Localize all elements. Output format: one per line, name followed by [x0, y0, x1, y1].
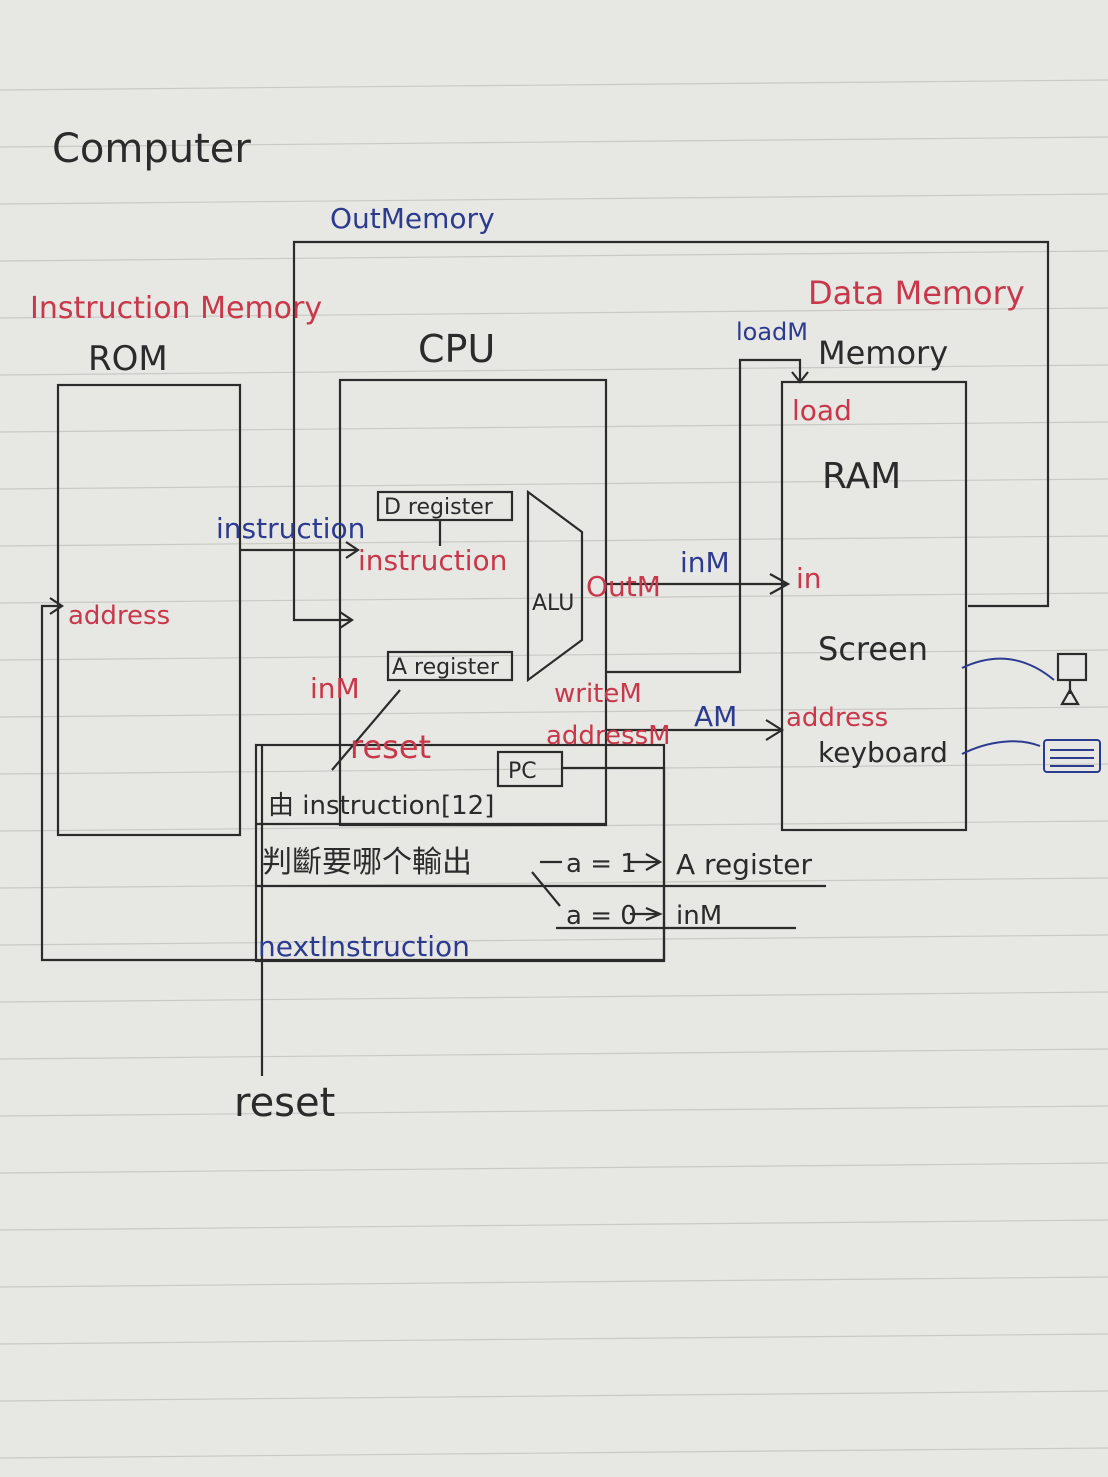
ram-in-label: in — [796, 562, 822, 595]
target-a1-label: A register — [676, 848, 813, 881]
outm-label: OutM — [586, 570, 661, 603]
ruled-line — [0, 991, 1108, 1003]
branch-a0-label: a = 0 — [566, 901, 637, 931]
instruction-out-label: instruction — [216, 512, 365, 545]
arrow-ram-address — [765, 719, 785, 741]
ruled-line — [0, 136, 1108, 148]
data-memory-label: Data Memory — [808, 274, 1025, 312]
instruction-memory-label: Instruction Memory — [30, 291, 322, 326]
ruled-line — [0, 763, 1108, 775]
am-label: AM — [694, 700, 737, 733]
d-register-box — [376, 490, 514, 522]
cpu-label: CPU — [418, 327, 495, 371]
arrow-a1 — [645, 853, 663, 871]
page-title: Computer — [52, 126, 251, 172]
outmemory-wire — [292, 240, 1050, 622]
a-register-box — [386, 650, 514, 682]
ruled-line — [0, 1276, 1108, 1288]
monitor-icon — [1056, 652, 1088, 706]
instruction-in-label: instruction — [358, 544, 507, 577]
pc-wire — [40, 604, 666, 962]
a-register-label: A register — [392, 655, 500, 680]
ruled-line — [0, 1105, 1108, 1117]
inm-left-label: inM — [310, 672, 360, 705]
screen-label: Screen — [818, 630, 928, 668]
arrow-a-register — [339, 611, 354, 629]
arrow-loadm — [791, 371, 809, 384]
arrow-a0 — [645, 906, 663, 922]
ruled-line — [0, 364, 1108, 376]
pc-label: PC — [508, 759, 537, 784]
ruled-line — [0, 421, 1108, 433]
inm-top-label: inM — [680, 546, 730, 579]
out-memory-label: OutMemory — [330, 202, 495, 235]
keyboard-link-wire — [961, 740, 1041, 755]
ruled-line — [0, 706, 1108, 718]
ruled-line — [0, 307, 1108, 319]
load-label: load — [792, 394, 852, 427]
arrow-rom-address — [49, 597, 64, 615]
keyboard-icon — [1043, 739, 1101, 773]
reset-inner-label: reset — [350, 728, 431, 766]
note-line1: 由 instruction[12] — [268, 791, 494, 821]
ram-label: RAM — [822, 456, 901, 497]
ruled-line — [0, 193, 1108, 205]
next-instruction-label: nextInstruction — [258, 930, 470, 963]
ruled-line — [0, 934, 1108, 946]
ruled-line — [0, 1333, 1108, 1345]
ruled-line — [0, 535, 1108, 547]
reset-bottom-label: reset — [234, 1080, 335, 1126]
alu-label: ALU — [532, 591, 574, 616]
ruled-line — [0, 1447, 1108, 1459]
branch-a1-label: a = 1 — [566, 849, 637, 879]
ruled-line — [0, 79, 1108, 91]
alu-shape — [526, 489, 584, 683]
ruled-line — [0, 478, 1108, 490]
ruled-line — [0, 877, 1108, 889]
d-register-label: D register — [384, 495, 494, 520]
ram-address-label: address — [786, 703, 888, 733]
ruled-line — [0, 649, 1108, 661]
inm-diagonal — [331, 689, 401, 771]
ruled-line — [0, 1048, 1108, 1060]
keyboard-label: keyboard — [818, 736, 948, 769]
note-line2: 判斷要哪个輸出 — [262, 845, 472, 880]
ruled-line — [0, 250, 1108, 262]
ram-box — [780, 380, 968, 832]
memory-label: Memory — [818, 334, 948, 372]
screen-link-wire — [961, 657, 1055, 681]
rom-label: ROM — [88, 339, 168, 379]
rom-address-label: address — [68, 601, 170, 631]
loadm-label: loadM — [736, 318, 808, 346]
ruled-line — [0, 1390, 1108, 1402]
rom-box — [56, 383, 242, 837]
arrow-instruction — [345, 541, 360, 559]
ruled-line — [0, 592, 1108, 604]
branch-line-a0 — [531, 871, 561, 907]
arrow-ram-in — [769, 573, 791, 595]
addressm-label: addressM — [546, 721, 671, 751]
ruled-line — [0, 1162, 1108, 1174]
ruled-line — [0, 1219, 1108, 1231]
target-a0-label: inM — [676, 901, 722, 931]
loadm-wire — [606, 358, 802, 674]
writem-label: writeM — [554, 679, 642, 709]
